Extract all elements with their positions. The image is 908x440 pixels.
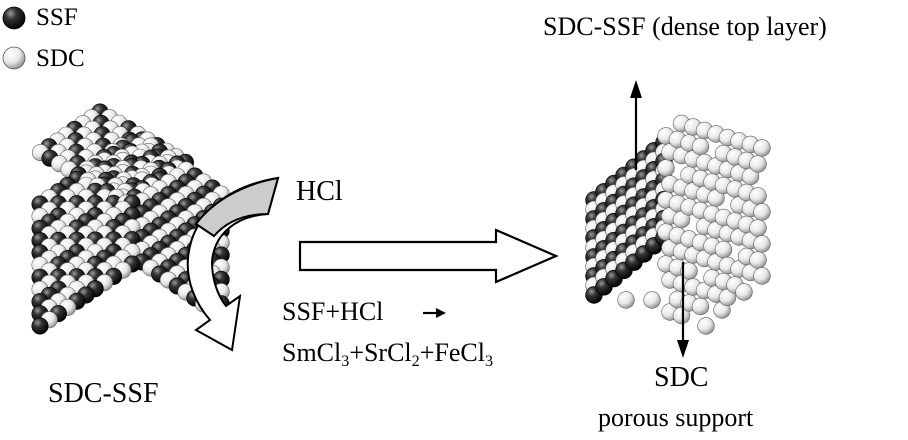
porous-support-label-1: SDC <box>654 362 709 393</box>
sdc-sphere <box>749 251 767 269</box>
sdc-sphere <box>753 267 771 285</box>
legend-sdc-label: SDC <box>36 45 85 72</box>
legend-ssf-label: SSF <box>36 4 78 31</box>
etched-particle <box>585 114 771 335</box>
reaction-reactants: SSF+HCl <box>282 297 384 326</box>
sdc-sphere <box>697 317 715 335</box>
hcl-label: HCl <box>296 176 343 207</box>
sdc-sphere <box>691 297 710 316</box>
sdc-sphere <box>753 139 771 157</box>
process-arrow <box>298 228 559 284</box>
sdc-sphere <box>691 137 710 156</box>
sdc-sphere <box>657 159 675 177</box>
sdc-sphere <box>643 291 661 309</box>
legend-sdc-sphere <box>2 46 26 70</box>
sdc-sphere <box>749 219 767 237</box>
reaction-products: SmCl3+SrCl2+FeCl3 <box>282 338 494 370</box>
top-layer-arrow <box>630 80 642 170</box>
hcl-arrow-head-band <box>194 176 280 238</box>
ssf-sphere <box>31 317 49 335</box>
sdc-sphere <box>753 203 771 221</box>
sdc-sphere <box>749 187 767 205</box>
support-arrow <box>677 262 689 358</box>
sdc-sphere <box>749 155 767 173</box>
porous-support-label-2: porous support <box>598 403 754 432</box>
legend-ssf-sphere <box>2 6 26 30</box>
left-particle-label: SDC-SSF <box>48 378 159 409</box>
sdc-sphere <box>617 291 635 309</box>
sdc-sphere <box>714 240 733 259</box>
sdc-sphere <box>753 235 771 253</box>
sdc-sphere <box>735 283 753 301</box>
top-layer-label: SDC-SSF (dense top layer) <box>543 12 827 41</box>
reaction-arrow <box>423 308 446 318</box>
